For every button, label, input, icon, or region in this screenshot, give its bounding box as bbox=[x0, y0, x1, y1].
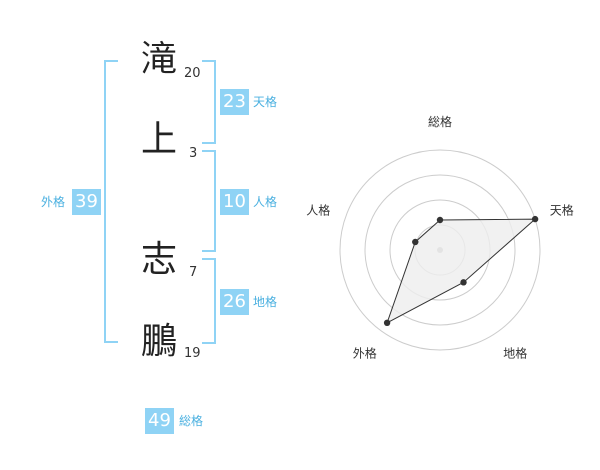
radar-ring bbox=[364, 174, 516, 326]
radar-axis-label-2: 天格 bbox=[550, 202, 574, 217]
soukaku-value: 49 bbox=[145, 408, 174, 434]
tenkaku-label: 天格 bbox=[253, 95, 278, 109]
radar-point-3 bbox=[460, 279, 467, 286]
gaikaku-bracket bbox=[104, 60, 118, 343]
radar-series bbox=[386, 218, 537, 324]
radar-center-dot bbox=[437, 247, 443, 253]
radar-point-2 bbox=[531, 215, 539, 223]
gaikaku-value: 39 bbox=[72, 189, 101, 215]
name-char-1-strokes: 20 bbox=[184, 66, 201, 81]
tenkaku-value: 23 bbox=[220, 89, 249, 115]
chikaku-bracket bbox=[202, 258, 216, 344]
soukaku-label: 総格 bbox=[179, 414, 204, 428]
name-char-3: 志 bbox=[141, 239, 178, 280]
name-char-4: 鵬 bbox=[141, 321, 178, 362]
radar-axis-label-3: 地格 bbox=[503, 346, 527, 361]
jinkaku-bracket bbox=[202, 150, 216, 252]
radar-axis-label-5: 人格 bbox=[306, 202, 330, 217]
gaikaku-label: 外格 bbox=[41, 195, 66, 209]
jinkaku-value: 10 bbox=[220, 189, 249, 215]
tenkaku-bracket bbox=[202, 60, 216, 144]
radar-point-5 bbox=[412, 238, 419, 246]
radar-ring bbox=[339, 149, 541, 351]
radar-axis-label-1: 総格 bbox=[428, 114, 452, 129]
chikaku-label: 地格 bbox=[253, 295, 278, 309]
radar-point-4 bbox=[383, 319, 391, 327]
name-char-4-strokes: 19 bbox=[184, 346, 201, 361]
radar-ring bbox=[414, 224, 466, 276]
name-char-3-strokes: 7 bbox=[189, 265, 198, 280]
jinkaku-label: 人格 bbox=[253, 195, 278, 209]
radar-ring bbox=[389, 199, 491, 301]
radar-axis-label-4: 外格 bbox=[353, 346, 377, 361]
name-char-2-strokes: 3 bbox=[189, 146, 198, 161]
radar-point-1 bbox=[436, 216, 444, 224]
chikaku-value: 26 bbox=[220, 289, 249, 315]
name-char-2: 上 bbox=[141, 119, 178, 160]
name-char-1: 滝 bbox=[141, 39, 178, 80]
